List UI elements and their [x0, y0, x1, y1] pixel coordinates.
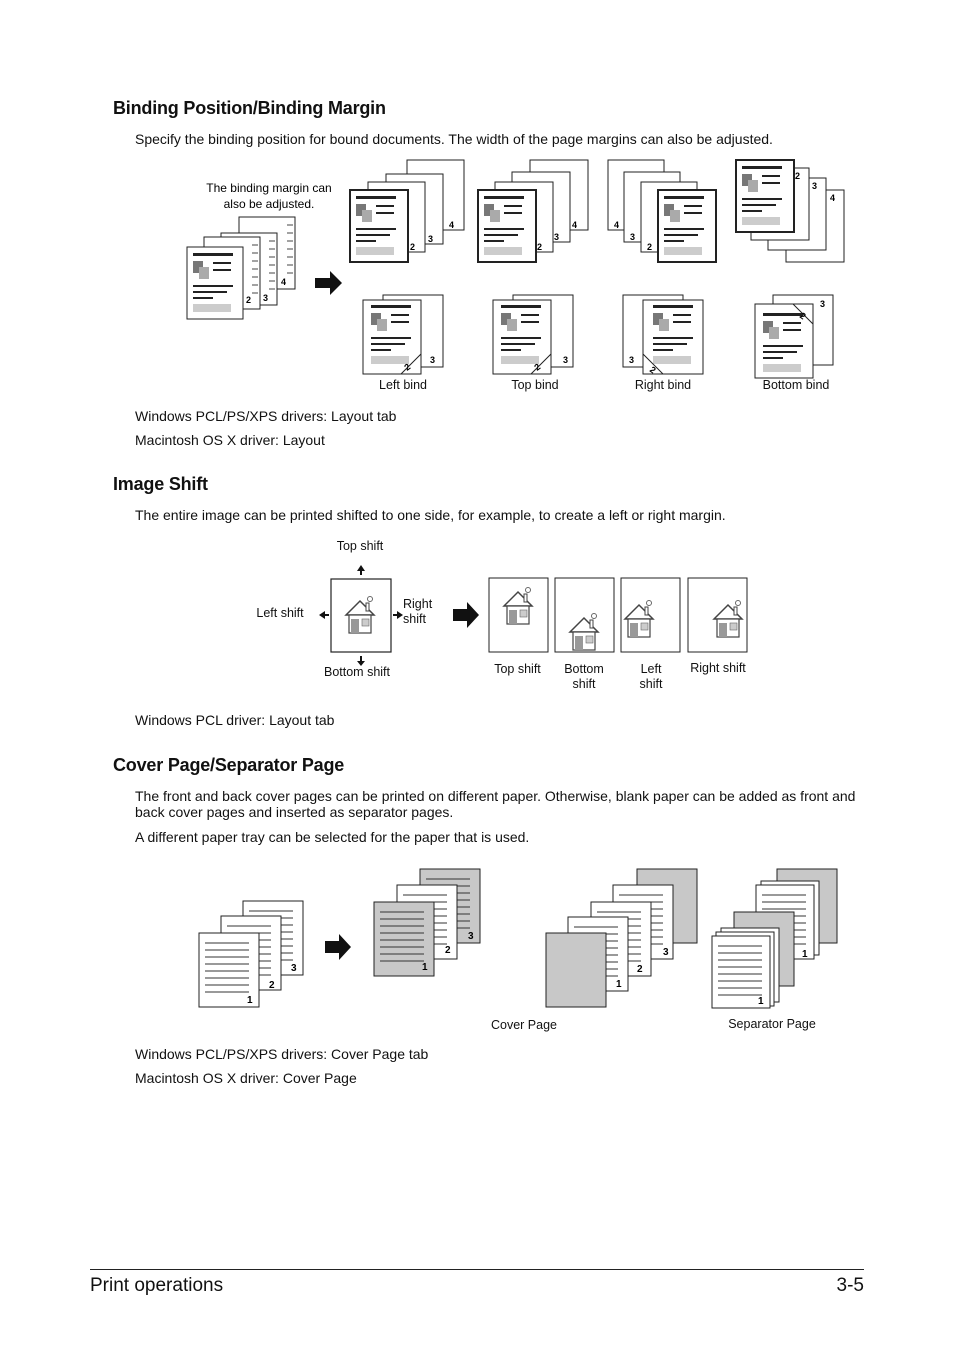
caption-separator-page: Separator Page [728, 1017, 816, 1031]
caption-right-bind: Right bind [634, 378, 692, 392]
stack-top: 4 3 2 [477, 159, 589, 263]
left-arrow-icon [319, 611, 325, 619]
svg-text:4: 4 [830, 193, 835, 203]
binding-note-mac: Macintosh OS X driver: Layout [135, 432, 325, 448]
svg-text:3: 3 [428, 234, 433, 244]
footer-section-title: Print operations [90, 1275, 224, 1296]
svg-text:2: 2 [795, 171, 800, 181]
svg-text:2: 2 [637, 964, 643, 975]
stack-right: 4 3 2 [607, 159, 717, 263]
svg-text:3: 3 [263, 293, 268, 303]
svg-text:3: 3 [468, 931, 474, 942]
svg-text:2: 2 [537, 242, 542, 252]
caption-cover-page: Cover Page [490, 1018, 557, 1032]
svg-text:3: 3 [812, 181, 817, 191]
image-shift-heading: Image Shift [113, 474, 208, 494]
svg-text:3: 3 [820, 299, 825, 309]
binding-note-windows: Windows PCL/PS/XPS drivers: Layout tab [135, 408, 397, 424]
svg-text:1: 1 [802, 949, 808, 960]
cover-page-diagram: 3 2 1 3 2 1 3 2 1 1 1 Cover Page Separat… [195, 865, 845, 1040]
cover-page-heading: Cover Page/Separator Page [113, 755, 345, 775]
label-bottom-shift: Bottom shift [324, 665, 390, 679]
svg-text:1: 1 [616, 979, 622, 990]
binding-diagram: The binding margin can also be adjusted.… [185, 155, 855, 400]
svg-text:2: 2 [246, 295, 251, 305]
svg-text:2: 2 [648, 364, 658, 375]
margin-note-line2: also be adjusted. [224, 197, 315, 211]
svg-text:3: 3 [291, 963, 297, 974]
bind-bottom-illustration: 2 3 [754, 294, 834, 379]
result-caption-bottom: Bottom shift [564, 662, 604, 691]
svg-text:3: 3 [554, 232, 559, 242]
bind-right-illustration: 3 2 [622, 294, 704, 376]
image-shift-illustration [319, 565, 748, 666]
stack-bottom: 4 3 2 [735, 159, 845, 263]
svg-text:2: 2 [402, 362, 412, 373]
label-left-shift: Left shift [256, 606, 304, 620]
result-caption-top: Top shift [494, 662, 541, 676]
image-shift-description: The entire image can be printed shifted … [135, 507, 726, 523]
svg-text:3: 3 [629, 355, 634, 365]
margin-note-line1: The binding margin can [206, 181, 331, 195]
svg-text:4: 4 [572, 220, 577, 230]
caption-left-bind: Left bind [379, 378, 427, 392]
svg-text:4: 4 [614, 220, 619, 230]
cover-arrow-icon [325, 934, 351, 960]
svg-text:1: 1 [247, 995, 253, 1006]
cover-page-note-windows: Windows PCL/PS/XPS drivers: Cover Page t… [135, 1046, 429, 1062]
cover-page-description2: A different paper tray can be selected f… [135, 829, 530, 845]
svg-text:3: 3 [630, 232, 635, 242]
cover-page-description: The front and back cover pages can be pr… [135, 788, 856, 820]
caption-top-bind: Top bind [511, 378, 559, 392]
right-arrow-icon [397, 611, 403, 619]
cover-page-illustration: 3 2 1 3 2 1 3 2 1 1 1 [198, 868, 838, 1009]
original-stack: 4 3 2 [186, 216, 296, 320]
svg-text:2: 2 [410, 242, 415, 252]
label-top-shift: Top shift [336, 539, 384, 553]
result-caption-left: Left shift [639, 662, 663, 691]
binding-heading: Binding Position/Binding Margin [113, 98, 386, 118]
image-shift-diagram: Top shift Left shift Right shift Bottom … [245, 535, 760, 705]
image-shift-note-windows: Windows PCL driver: Layout tab [135, 712, 335, 728]
svg-text:3: 3 [563, 355, 568, 365]
svg-text:2: 2 [532, 362, 542, 373]
svg-text:3: 3 [663, 947, 669, 958]
binding-illustration: The binding margin can also be adjusted.… [186, 159, 845, 379]
down-arrow-icon [357, 661, 365, 666]
footer-page-number: 3-5 [836, 1275, 864, 1296]
cover-page-note-mac: Macintosh OS X driver: Cover Page [135, 1070, 357, 1086]
svg-text:1: 1 [422, 962, 428, 973]
svg-text:2: 2 [798, 310, 808, 321]
binding-arrow-icon [315, 271, 342, 295]
shift-arrow-icon [453, 602, 479, 628]
svg-text:2: 2 [269, 980, 275, 991]
bind-top-illustration: 2 3 [492, 294, 574, 375]
bind-left-illustration: 2 3 [362, 294, 444, 375]
caption-bottom-bind: Bottom bind [762, 378, 830, 392]
footer-rule [90, 1269, 864, 1270]
svg-text:2: 2 [647, 242, 652, 252]
svg-text:2: 2 [445, 945, 451, 956]
svg-text:1: 1 [758, 996, 764, 1007]
svg-text:4: 4 [449, 220, 454, 230]
svg-text:4: 4 [281, 277, 286, 287]
result-caption-right: Right shift [690, 661, 746, 675]
up-arrow-icon [357, 565, 365, 575]
svg-text:3: 3 [430, 355, 435, 365]
stack-left: 4 3 2 [349, 159, 465, 263]
binding-description: Specify the binding position for bound d… [135, 131, 773, 147]
label-right-shift: Right shift [403, 597, 433, 626]
